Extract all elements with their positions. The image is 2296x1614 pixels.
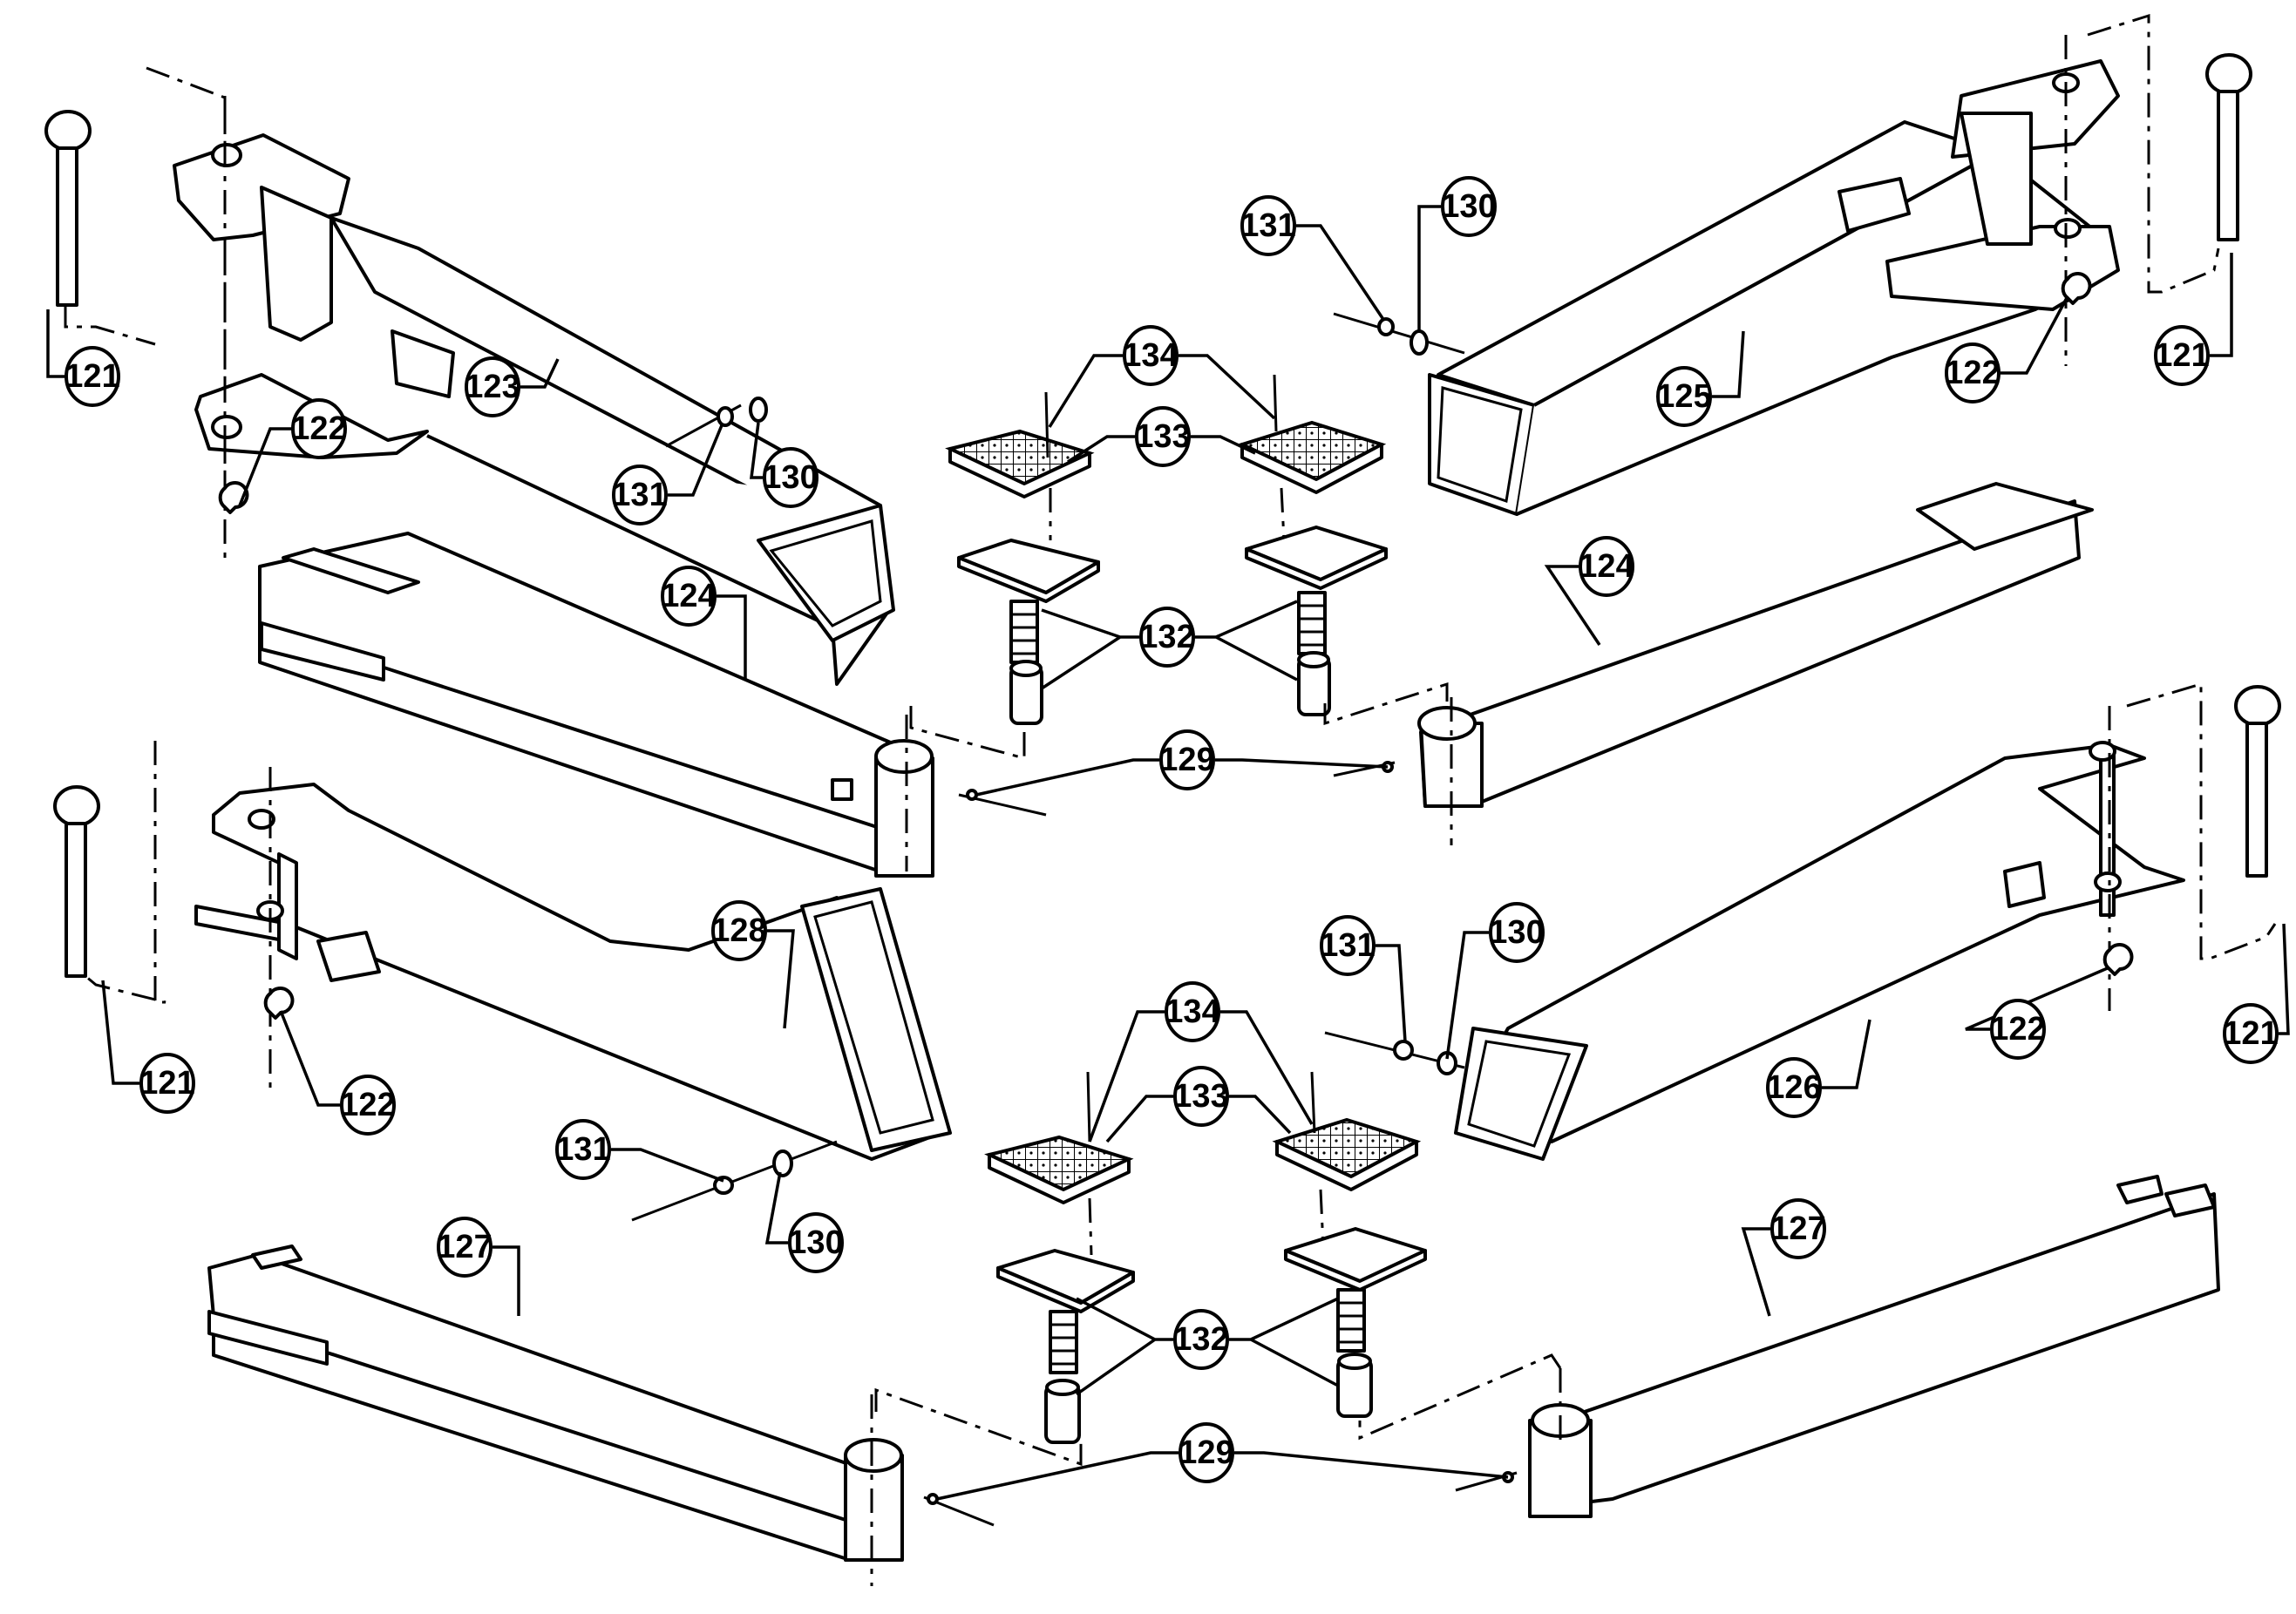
extension-arm-127-right <box>1528 1175 2220 1518</box>
bolt-washer-tl <box>665 397 768 448</box>
callout-122-mid-left: 122 <box>340 1075 396 1136</box>
callout-label: 121 <box>65 358 119 395</box>
pad-assembly-top-left <box>945 391 1100 725</box>
callout-121-top-left: 121 <box>65 346 120 407</box>
connect-line-2 <box>1323 682 1449 726</box>
callout-label: 129 <box>1159 742 1214 778</box>
extension-arm-124-right <box>1417 482 2094 845</box>
pin-121-top-left <box>44 110 156 346</box>
callout-133-top: 133 <box>1135 406 1191 467</box>
callout-133-bottom: 133 <box>1173 1066 1229 1127</box>
callout-134-top: 134 <box>1123 325 1179 386</box>
callout-label: 127 <box>1770 1210 1825 1247</box>
callout-label: 122 <box>1945 355 2000 391</box>
callout-127-right: 127 <box>1770 1198 1826 1259</box>
callout-label: 129 <box>1179 1434 1233 1471</box>
callout-131-bottom-left: 131 <box>555 1119 611 1180</box>
callout-label: 130 <box>788 1224 843 1261</box>
callout-label: 127 <box>437 1229 492 1265</box>
callout-label: 130 <box>763 459 818 496</box>
callout-label: 131 <box>612 477 667 513</box>
callout-label: 130 <box>1441 188 1496 225</box>
callout-124-left: 124 <box>661 566 717 627</box>
callout-130-bottom-left: 130 <box>788 1212 844 1273</box>
callout-124-right: 124 <box>1579 536 1634 597</box>
callout-130-top-right: 130 <box>1441 176 1497 237</box>
callout-label: 123 <box>465 369 520 405</box>
callout-label: 122 <box>1990 1011 2045 1048</box>
clip-122-tr <box>2061 272 2092 305</box>
callout-label: 121 <box>2154 337 2209 374</box>
callout-121-mid-left: 121 <box>139 1053 195 1114</box>
axis-line-ml <box>85 741 166 1004</box>
bolt-washer-bl <box>631 1140 838 1222</box>
extension-arm-124-left <box>258 532 934 878</box>
callout-121-top-right: 121 <box>2154 325 2210 386</box>
callout-label: 122 <box>291 410 346 447</box>
callout-130-top-left: 130 <box>763 447 819 508</box>
callout-label: 132 <box>1173 1321 1228 1358</box>
callout-131-top-right: 131 <box>1240 195 1296 256</box>
screw-129-bottom <box>923 1471 1518 1527</box>
connect-line-4 <box>1358 1353 1562 1441</box>
arm-125 <box>1428 35 2120 516</box>
callout-129-bottom: 129 <box>1179 1422 1234 1483</box>
connect-line-3 <box>874 1387 1083 1467</box>
callout-label: 132 <box>1139 619 1194 655</box>
axis-line-mr <box>2126 682 2277 960</box>
callout-125: 125 <box>1656 366 1712 427</box>
callout-130-mid-right: 130 <box>1489 902 1545 963</box>
callout-126: 126 <box>1766 1057 1822 1118</box>
callout-131-top-left: 131 <box>612 465 668 526</box>
callout-132-bottom: 132 <box>1173 1309 1229 1370</box>
callout-129-top: 129 <box>1159 729 1215 790</box>
callout-122-top-left: 122 <box>291 398 347 459</box>
screw-129-top <box>958 761 1396 817</box>
axis-line-tr <box>2087 13 2220 294</box>
callout-122-mid-right: 122 <box>1990 999 2046 1060</box>
pad-assembly-bottom-left <box>984 1071 1135 1444</box>
callout-label: 133 <box>1135 418 1190 455</box>
callout-label: 121 <box>2223 1015 2278 1052</box>
clip-122-mr <box>2102 943 2134 976</box>
callout-label: 125 <box>1656 378 1711 415</box>
callout-label: 131 <box>1240 207 1295 244</box>
callout-label: 121 <box>139 1065 194 1102</box>
callout-131-mid-right: 131 <box>1320 915 1376 976</box>
callout-128: 128 <box>711 900 767 961</box>
pin-121-top-right <box>2205 53 2252 241</box>
callout-label: 124 <box>1579 548 1634 585</box>
callout-123: 123 <box>465 356 520 417</box>
arm-128 <box>194 767 952 1161</box>
callout-label: 126 <box>1766 1069 1821 1106</box>
pad-assembly-top-right <box>1237 374 1388 716</box>
callout-label: 134 <box>1165 993 1219 1030</box>
pin-121-mid-left <box>53 785 100 978</box>
bolt-washer-mr <box>1324 1031 1465 1075</box>
arm-126 <box>1454 706 2185 1161</box>
axis-line-tl <box>146 66 227 488</box>
callout-label: 130 <box>1489 914 1544 951</box>
callout-label: 131 <box>555 1131 610 1168</box>
bolt-washer-tr <box>1333 312 1465 356</box>
callout-label: 128 <box>711 912 766 949</box>
pad-assembly-bottom-right <box>1272 1071 1427 1418</box>
extension-arm-127-left <box>207 1244 904 1586</box>
callout-label: 131 <box>1320 927 1375 964</box>
callout-127-left: 127 <box>437 1217 492 1278</box>
pin-121-mid-right <box>2234 685 2281 878</box>
callout-label: 133 <box>1173 1078 1228 1115</box>
callout-121-mid-right: 121 <box>2223 1003 2279 1064</box>
leader-lines <box>46 205 2290 1501</box>
callout-label: 124 <box>661 578 716 614</box>
callout-122-top-right: 122 <box>1945 342 2001 404</box>
connect-line-1 <box>909 706 1026 760</box>
callout-132-top: 132 <box>1139 607 1195 668</box>
callout-label: 134 <box>1123 337 1178 374</box>
callout-134-bottom: 134 <box>1165 981 1220 1042</box>
callout-label: 122 <box>340 1087 395 1123</box>
clip-122-ml <box>263 987 295 1020</box>
